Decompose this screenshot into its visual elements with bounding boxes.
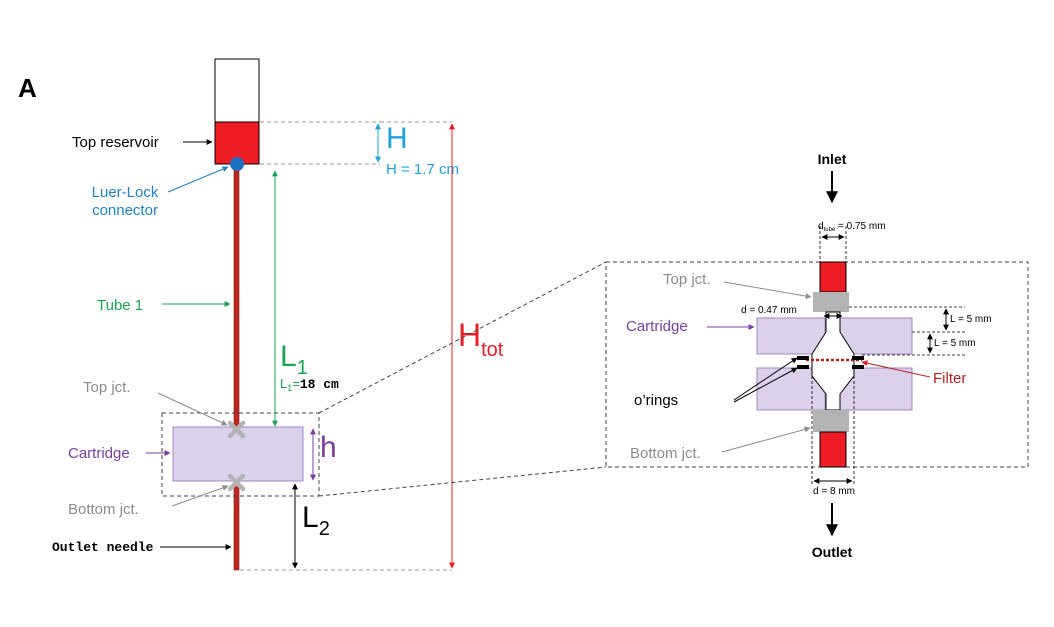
dtube-label-pre: d [818, 221, 824, 232]
outlet-label: Outlet [812, 544, 853, 560]
cartridge-block [172, 426, 304, 482]
d8-label: d = 8 mm [813, 486, 855, 497]
luer-lock-connector [230, 157, 244, 171]
outlet-tube [819, 431, 847, 468]
l1-value-sub: 1 [287, 383, 292, 393]
l5-label-b: L = 5 mm [934, 338, 976, 349]
h-value: H = 1.7 cm [386, 161, 459, 178]
top-junction-marker [227, 420, 246, 439]
d047-label: d = 0.47 mm [741, 305, 797, 316]
bottom-junction-marker [227, 473, 246, 492]
upper-cartridge-right [839, 317, 913, 355]
top-jct-label-right: Top jct. [663, 271, 711, 288]
tube-1 [233, 163, 240, 427]
bottom-jct-pointer-right [721, 426, 811, 453]
oring-top-right [852, 356, 864, 360]
zoom-line-bottom [318, 466, 607, 497]
upper-cartridge-left [756, 317, 826, 355]
orings-label: o’rings [634, 392, 678, 409]
bottom-jct-label-right: Bottom jct. [630, 445, 701, 462]
htot-symbol: Htot [458, 317, 504, 361]
zoom-line-top [318, 261, 607, 414]
outlet-needle [233, 481, 240, 571]
l1-symbol-sub: 1 [297, 357, 308, 379]
top-reservoir-label: Top reservoir [72, 134, 159, 151]
top-jct-label-left: Top jct. [83, 379, 131, 396]
l1-symbol-main: L [280, 340, 297, 373]
l1-value-eq: = [292, 376, 300, 391]
top-jct-pointer-right [723, 281, 812, 300]
luer-lock-line-1: Luer-Lock [92, 184, 159, 201]
dtube-label-sub: tube [824, 227, 836, 233]
dtube-label-val: = 0.75 mm [835, 221, 885, 232]
cartridge-label-left: Cartridge [68, 445, 130, 462]
zoom-region-box [161, 412, 320, 497]
filter-pointer [861, 360, 931, 378]
filter-label: Filter [933, 370, 966, 387]
detail-box [605, 261, 1029, 468]
l1-value: L1=18 cm [280, 376, 339, 393]
h-symbol: H [386, 122, 408, 155]
bottom-junction-block [813, 410, 849, 432]
l2-symbol-main: L [302, 501, 319, 534]
l1-value-num: 18 cm [300, 377, 339, 392]
luer-lock-line-2: connector [92, 202, 158, 219]
l5-label-a: L = 5 mm [950, 314, 992, 325]
l2-symbol-sub: 2 [319, 518, 330, 540]
panel-letter: A [18, 73, 37, 103]
bottom-jct-pointer-left [171, 484, 229, 507]
dtube-label: dtube = 0.75 mm [818, 221, 886, 233]
l2-symbol: L2 [302, 501, 330, 540]
luer-lock-pointer [167, 166, 229, 193]
inlet-tube [819, 261, 847, 293]
inlet-label: Inlet [818, 151, 847, 167]
h-cartridge-symbol: h [320, 431, 337, 464]
l1-value-pre: L [280, 376, 287, 391]
l1-symbol: L1 [280, 340, 308, 379]
orings-pointer-1 [733, 357, 798, 401]
htot-symbol-main: H [458, 317, 481, 353]
tube1-label: Tube 1 [97, 297, 143, 314]
top-junction-block [813, 292, 849, 312]
oring-top-left [797, 356, 809, 360]
cartridge-label-right: Cartridge [626, 318, 688, 335]
top-jct-pointer-left [157, 392, 228, 426]
oring-bottom-right [852, 365, 864, 369]
orings-pointer-2 [733, 367, 798, 403]
bottom-jct-label-left: Bottom jct. [68, 501, 139, 518]
outlet-needle-label: Outlet needle [52, 540, 154, 555]
htot-symbol-sub: tot [481, 339, 504, 361]
oring-bottom-left [797, 365, 809, 369]
